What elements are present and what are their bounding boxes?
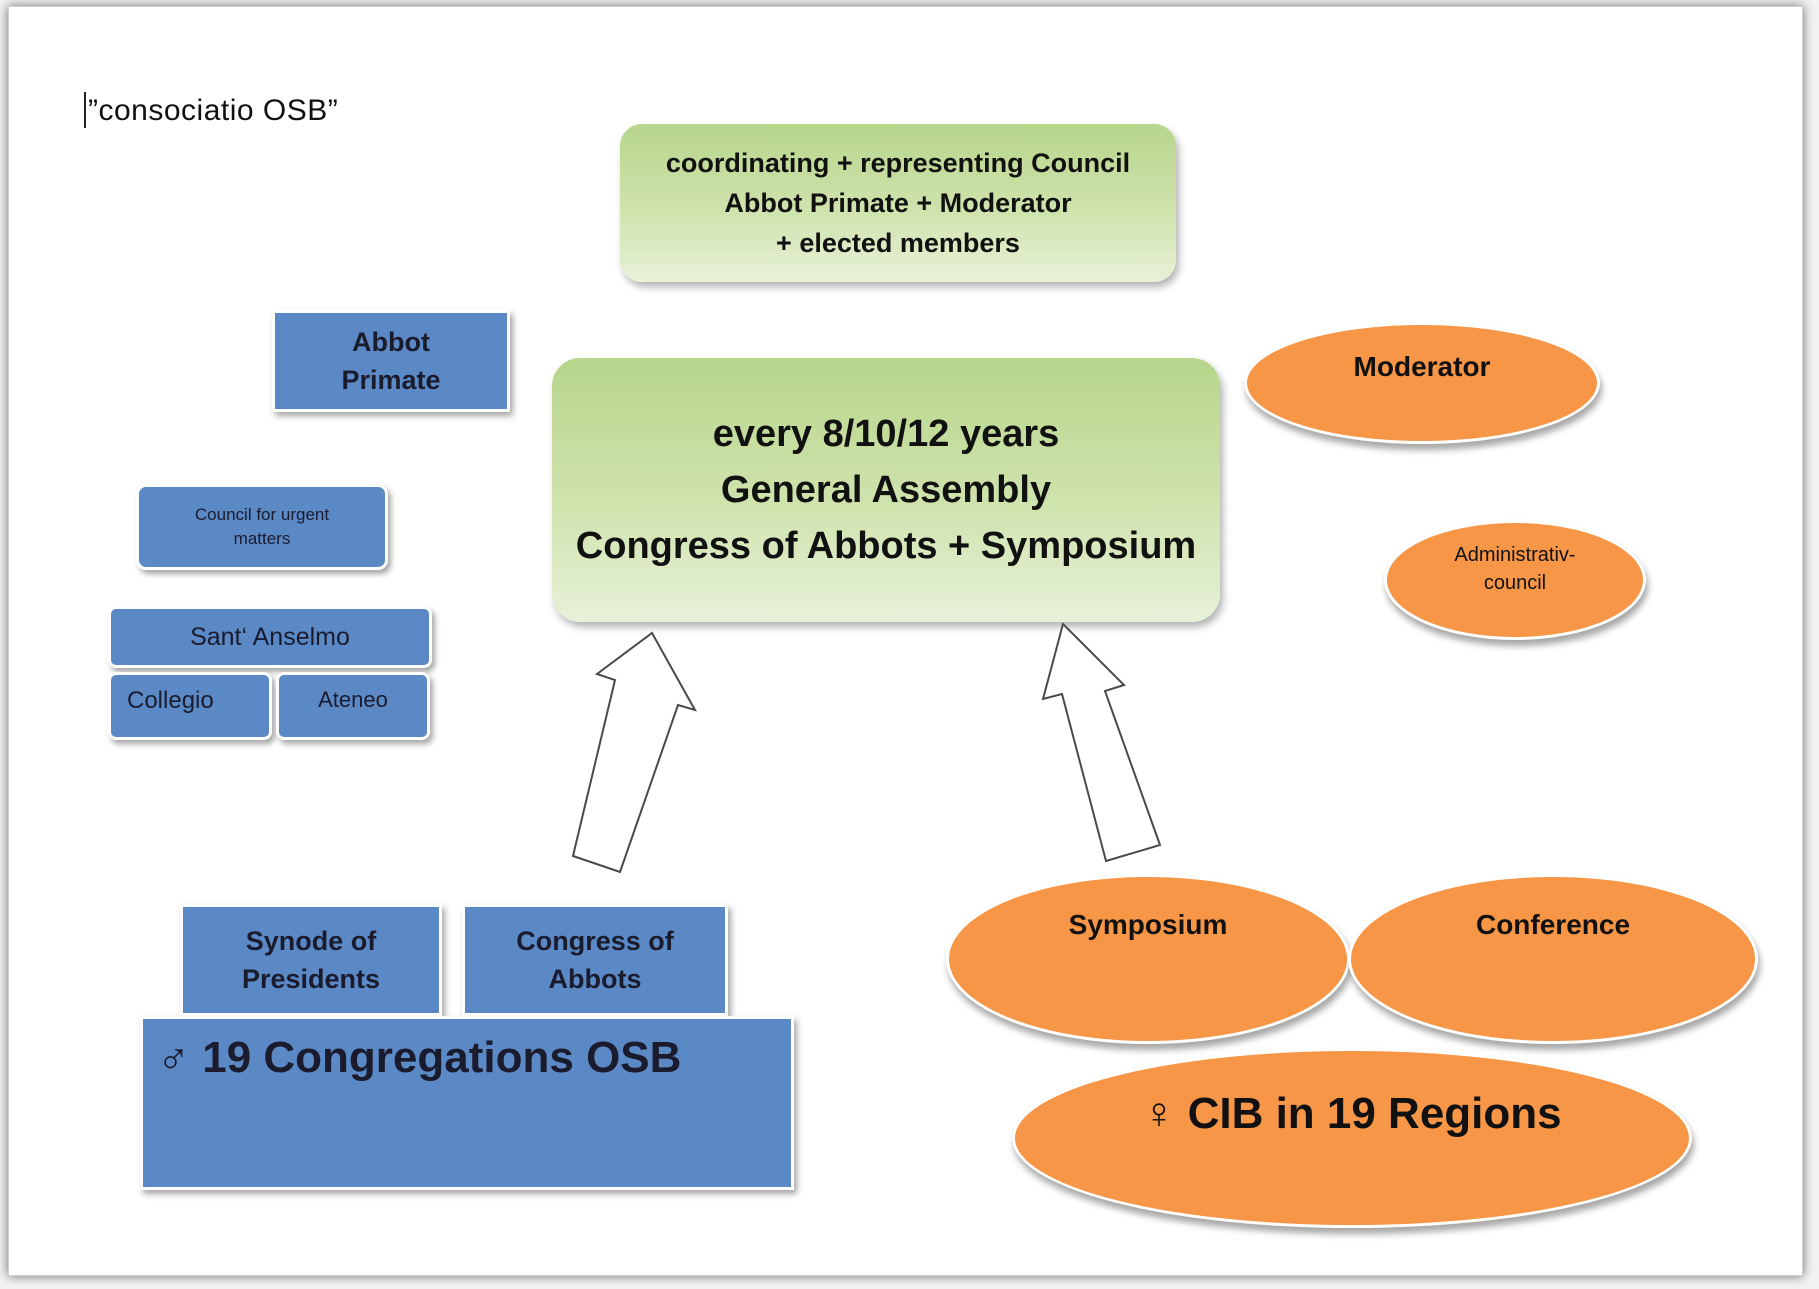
conference-ellipse: Conference xyxy=(1348,874,1758,1044)
conference-label: Conference xyxy=(1475,909,1631,940)
coordinating-council-box: coordinating + representing Council Abbo… xyxy=(620,124,1176,282)
council-line-1: coordinating + representing Council xyxy=(665,148,1131,178)
diagram-title: ”consociatio OSB” xyxy=(83,92,339,128)
abbot-primate-box: Abbot Primate xyxy=(272,310,510,412)
ateneo-box: Ateneo xyxy=(276,672,430,740)
arrow-up-left-icon xyxy=(571,631,698,874)
cib-ellipse: ♀ CIB in 19 Regions xyxy=(1012,1048,1692,1228)
cib-label: ♀ CIB in 19 Regions xyxy=(1142,1089,1562,1138)
slide-canvas: ”consociatio OSB” coordinating + represe… xyxy=(8,6,1803,1276)
sant-anselmo-label: Sant‘ Anselmo xyxy=(190,622,350,651)
collegio-label: Collegio xyxy=(127,687,214,714)
moderator-label: Moderator xyxy=(1353,351,1491,382)
congress-abbots-box: Congress of Abbots xyxy=(462,904,728,1016)
assembly-line-3: Congress of Abbots + Symposium xyxy=(575,525,1197,567)
urgent-council-box: Council for urgent matters xyxy=(136,484,388,570)
symposium-ellipse: Symposium xyxy=(946,874,1350,1044)
abbot-primate-label: Abbot Primate xyxy=(341,327,441,395)
ateneo-label: Ateneo xyxy=(318,687,388,712)
synode-label: Synode of Presidents xyxy=(241,926,381,994)
symposium-label: Symposium xyxy=(1068,909,1228,940)
administrative-council-ellipse: Administrativ- council xyxy=(1384,520,1646,640)
arrows-layer xyxy=(571,622,1162,874)
general-assembly-box: every 8/10/12 years General Assembly Con… xyxy=(552,358,1220,622)
congregations-label: ♂ 19 Congregations OSB xyxy=(157,1033,682,1082)
council-line-2: Abbot Primate + Moderator xyxy=(724,188,1072,218)
council-line-3: + elected members xyxy=(776,228,1020,258)
urgent-council-label: Council for urgent matters xyxy=(194,505,330,548)
arrow-up-right-icon xyxy=(1041,622,1162,863)
synode-box: Synode of Presidents xyxy=(180,904,442,1016)
moderator-ellipse: Moderator xyxy=(1244,322,1600,444)
assembly-line-2: General Assembly xyxy=(720,469,1052,511)
collegio-box: Collegio xyxy=(108,672,272,740)
assembly-line-1: every 8/10/12 years xyxy=(712,413,1060,455)
congress-abbots-label: Congress of Abbots xyxy=(516,926,674,994)
administrative-council-label: Administrativ- council xyxy=(1454,544,1576,594)
sant-anselmo-box: Sant‘ Anselmo xyxy=(108,606,432,668)
congregations-box: ♂ 19 Congregations OSB xyxy=(140,1016,794,1190)
